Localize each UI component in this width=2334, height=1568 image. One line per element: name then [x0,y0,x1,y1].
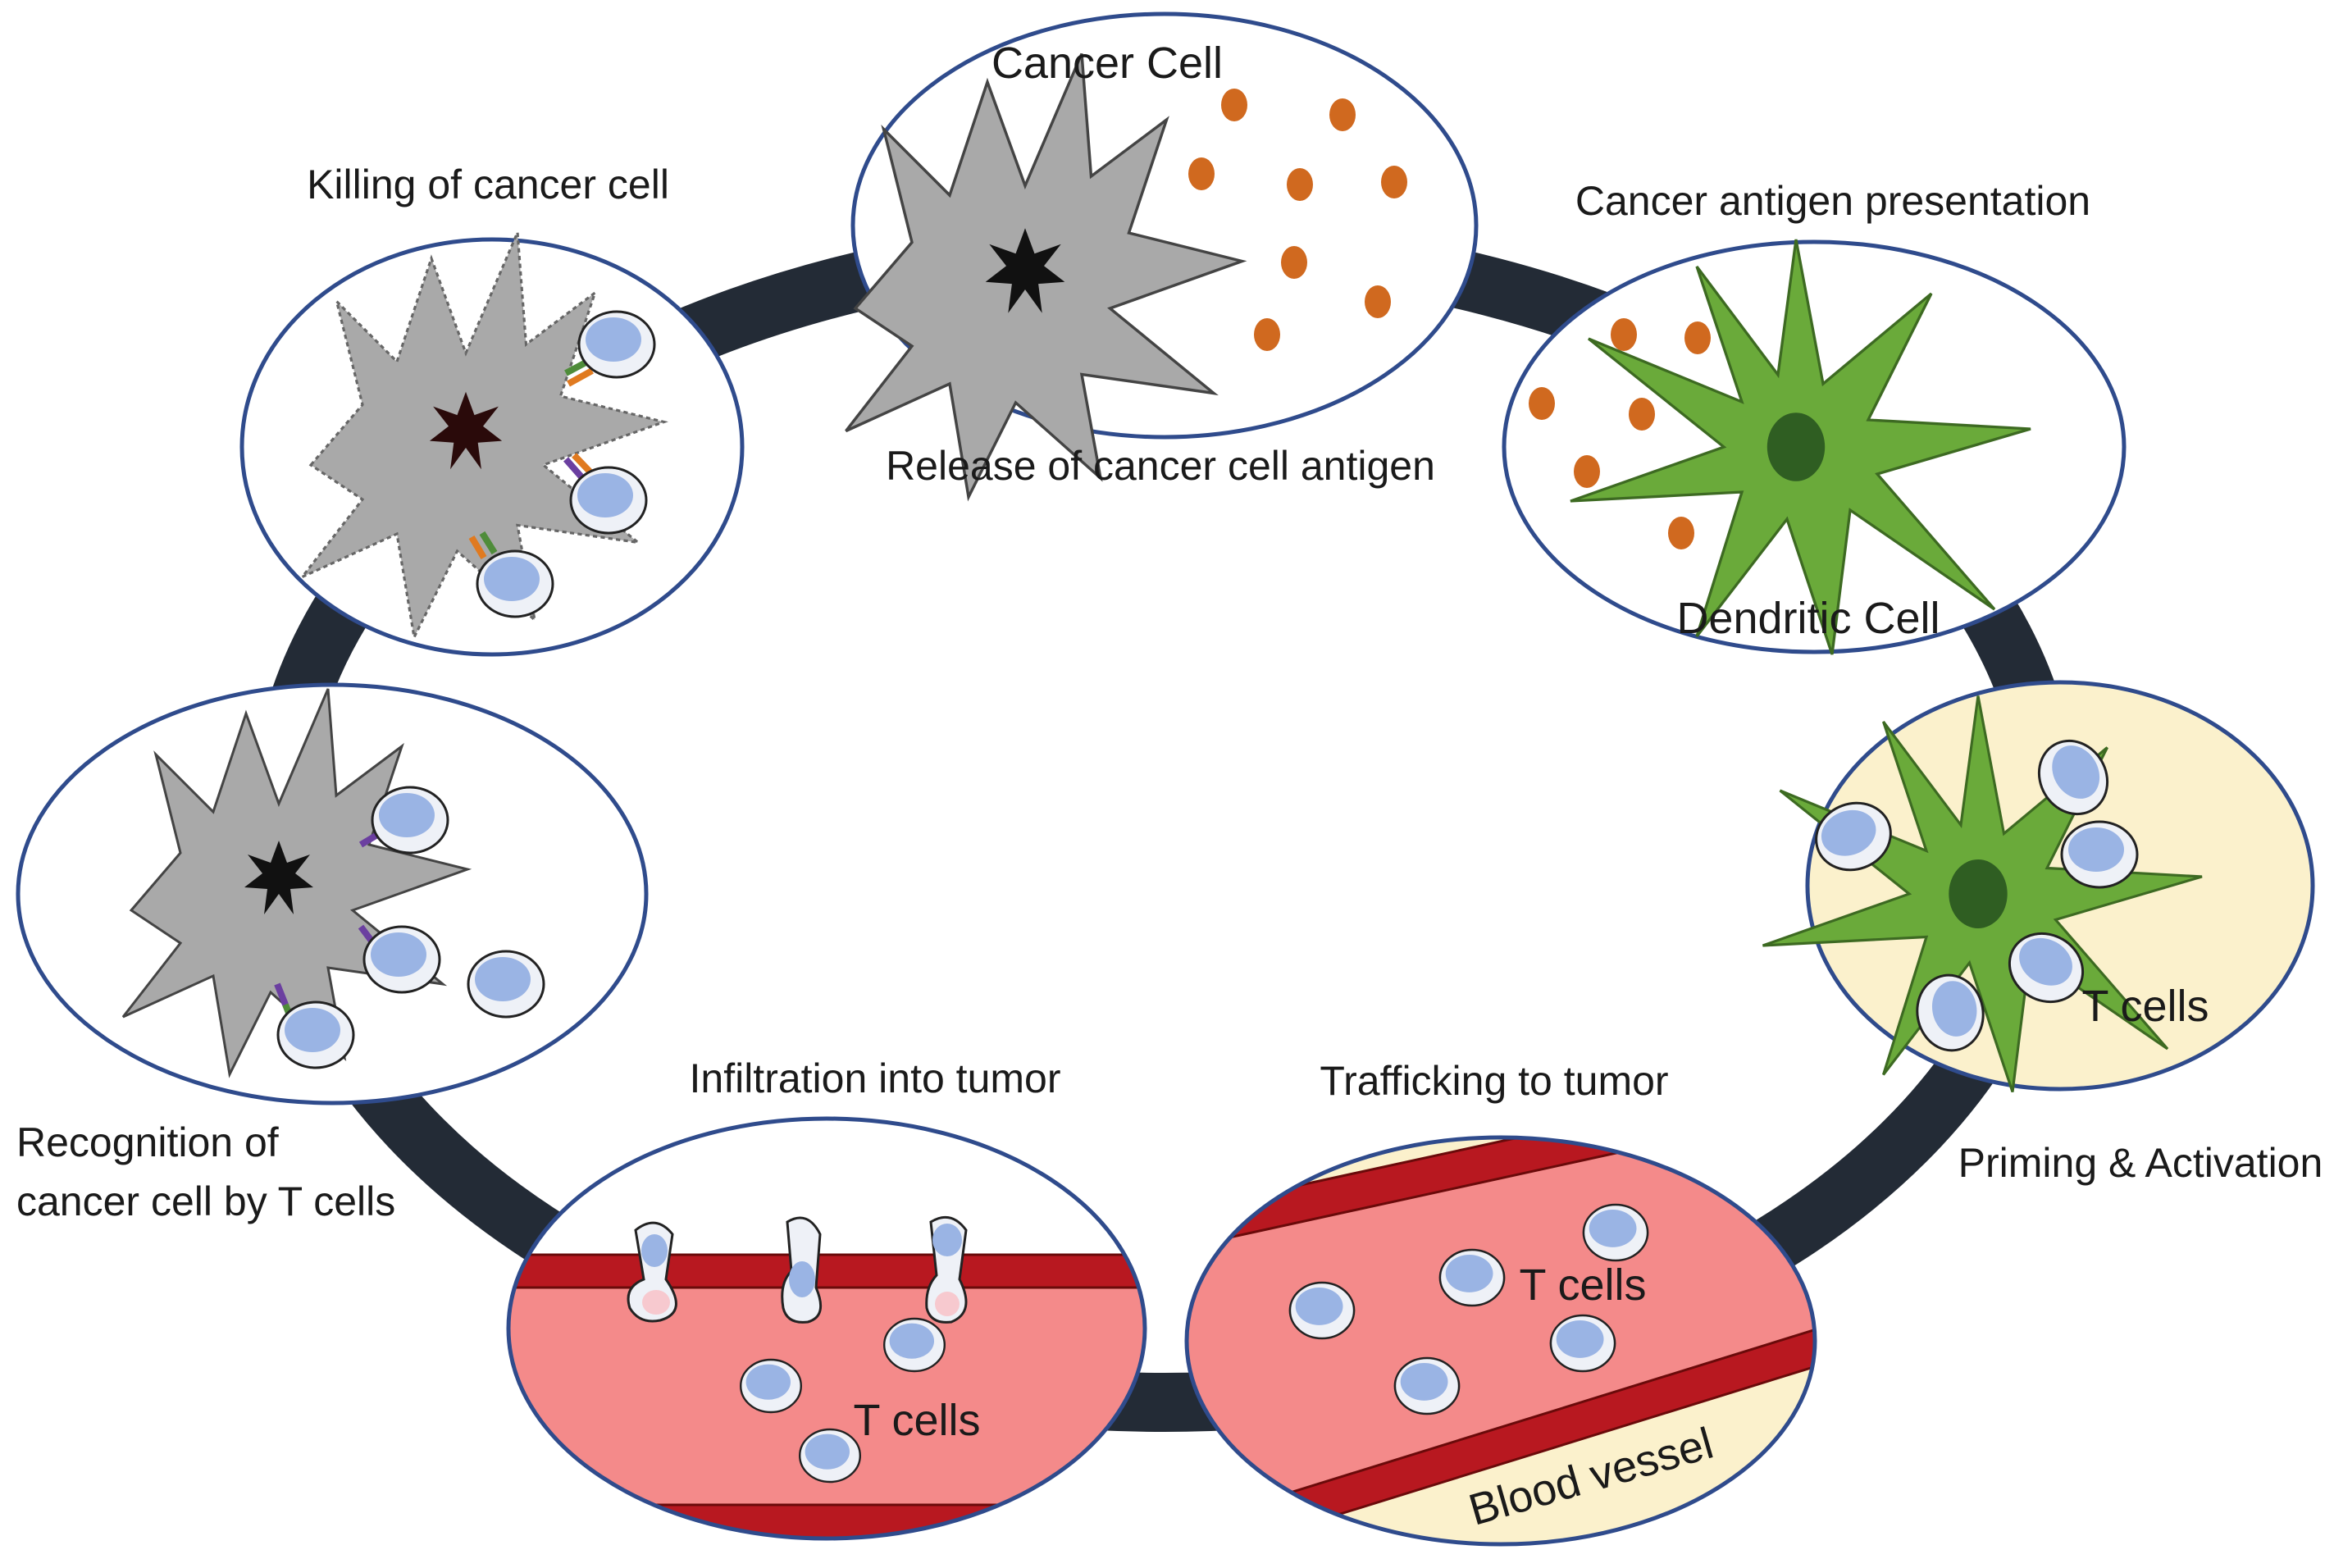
vessel-wall-top [508,1253,1145,1289]
panel-antigen-presentation: Dendritic Cell Cancer antigen presentati… [1502,178,2127,656]
extravasating-t-cells [627,1215,968,1324]
panel-recognition: Recognition of cancer cell by T cells [16,682,649,1224]
panel-infiltration: T cells Infiltration into tumor [506,1055,1147,1541]
priming-activation-label: Priming & Activation [1958,1140,2323,1186]
antigen-dots [1188,89,1407,351]
panel-release-antigen: Cancer Cell Release of cancer cell antig… [844,11,1479,499]
antigen-presentation-label: Cancer antigen presentation [1575,178,2090,224]
infiltration-t-cells-label: T cells [853,1396,980,1445]
nucleus-icon [985,228,1065,313]
nucleus-icon [244,841,313,914]
trafficking-t-cells-label: T cells [1519,1260,1646,1310]
panel-trafficking: T cells Blood vessel Trafficking to tumo… [1184,1058,1817,1547]
recognition-label-line2: cancer cell by T cells [16,1178,395,1224]
panel-priming-activation: T cells Priming & Activation [1761,680,2323,1186]
panel-killing: Killing of cancer cell [239,162,745,657]
trafficking-label: Trafficking to tumor [1320,1058,1668,1104]
cancer-cell-label: Cancer Cell [991,39,1223,88]
vessel-wall-bottom [508,1503,1145,1538]
nucleus-icon [429,391,503,470]
release-antigen-label: Release of cancer cell antigen [886,443,1435,489]
infiltration-label: Infiltration into tumor [690,1055,1061,1101]
priming-t-cells-label: T cells [2081,982,2209,1031]
killing-label: Killing of cancer cell [307,162,669,207]
blood-vessel [508,1283,1145,1529]
dendritic-cell-label: Dendritic Cell [1676,594,1940,643]
vessel-wall-top [1187,1137,1815,1260]
recognition-label-line1: Recognition of [16,1119,279,1165]
